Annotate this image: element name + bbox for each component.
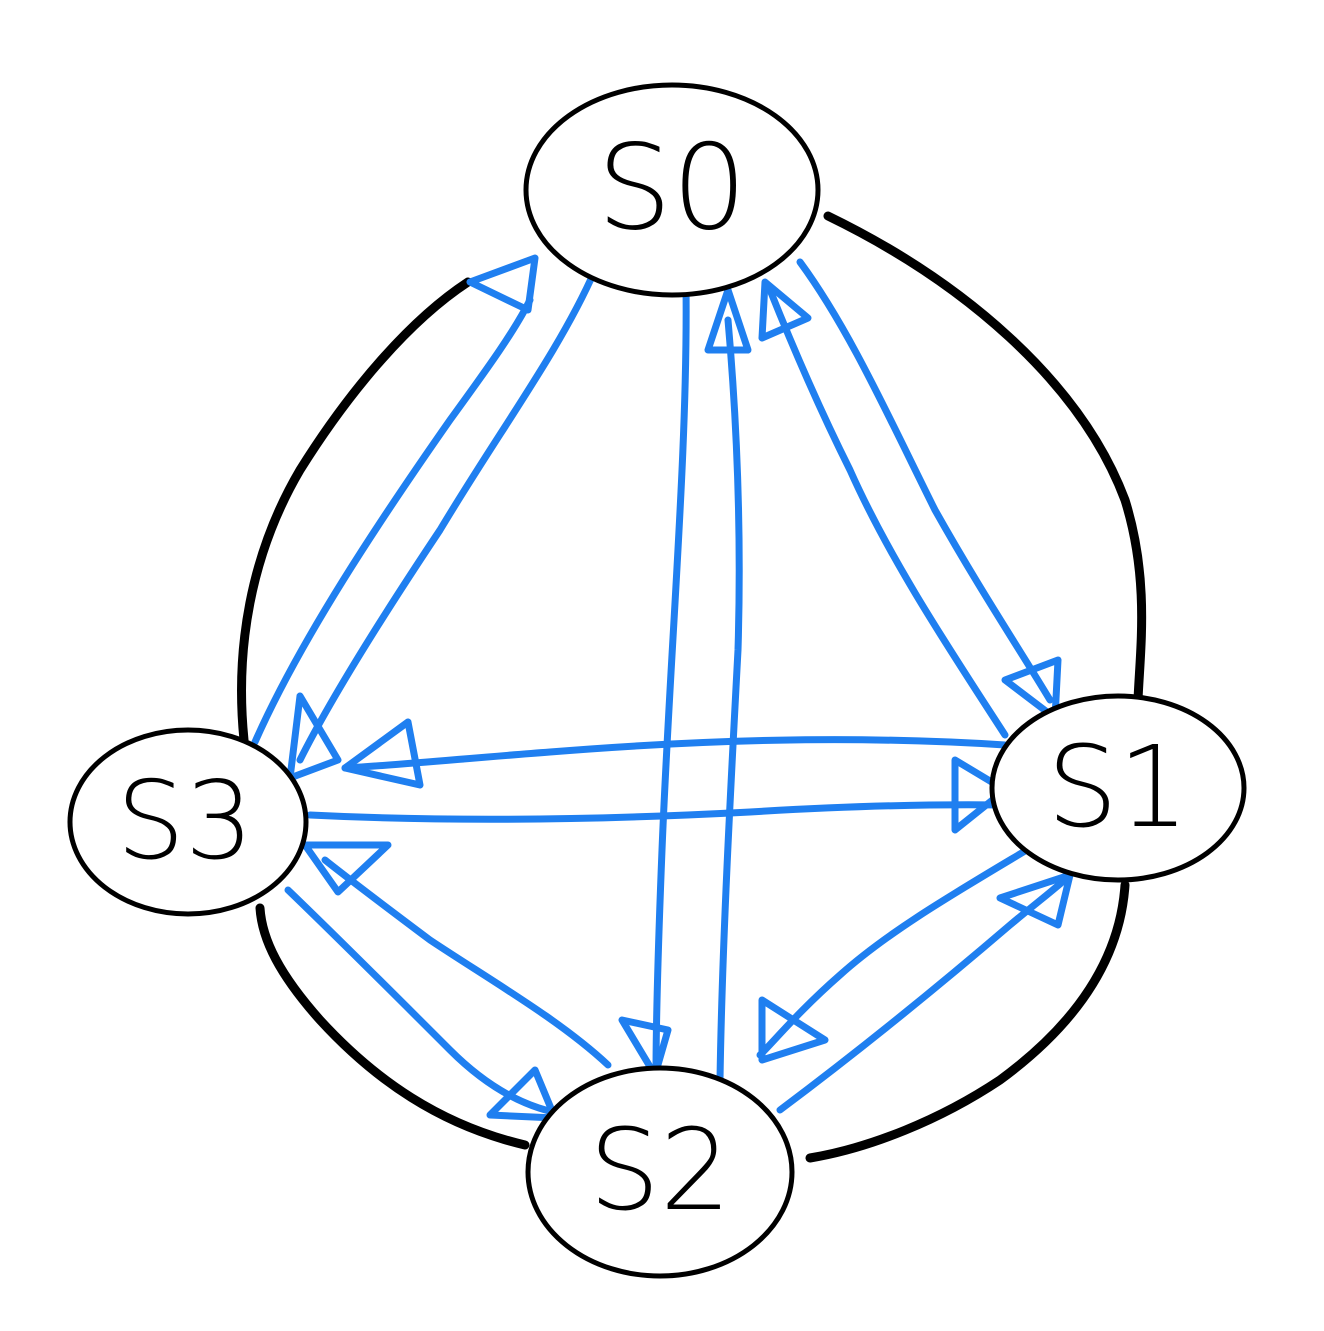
edge-s2-to-s0 bbox=[704, 286, 752, 1084]
edge-s3-to-s2 bbox=[284, 886, 574, 1122]
outer-arc-s2-s3 bbox=[255, 903, 530, 1150]
edge-line bbox=[776, 871, 1074, 1114]
edge-s1-to-s3 bbox=[341, 718, 1009, 789]
arrowhead-icon bbox=[301, 841, 392, 896]
edge-line bbox=[341, 736, 1009, 772]
edge-line bbox=[321, 856, 612, 1069]
edge-s1-to-s2 bbox=[756, 841, 1039, 1064]
outer-arc-s0-s1 bbox=[823, 211, 1147, 705]
outer-ring bbox=[237, 211, 1147, 1163]
edge-s2-to-s1 bbox=[776, 871, 1074, 1114]
edge-line bbox=[756, 841, 1039, 1059]
arrowhead-icon bbox=[466, 254, 539, 314]
node-circle bbox=[523, 82, 821, 298]
node-label: S3 bbox=[116, 759, 253, 884]
arrowhead-icon bbox=[758, 278, 812, 342]
node-label: S2 bbox=[589, 1106, 731, 1236]
edge-s3-to-s0 bbox=[251, 254, 539, 746]
arrowhead-icon bbox=[286, 692, 342, 782]
edge-s2-to-s3 bbox=[301, 841, 612, 1069]
edge-s0-to-s1 bbox=[796, 258, 1062, 722]
edge-line bbox=[251, 296, 534, 746]
node-circle bbox=[67, 727, 309, 917]
arrowhead-icon bbox=[704, 286, 752, 354]
edge-line bbox=[306, 801, 1009, 823]
edge-s3-to-s1 bbox=[306, 756, 1009, 834]
arrowhead-icon bbox=[1001, 656, 1062, 722]
arrowhead-icon bbox=[758, 996, 829, 1064]
outer-arc-s1-s2 bbox=[805, 880, 1130, 1163]
edge-line bbox=[796, 258, 1054, 704]
node-label: S1 bbox=[1047, 723, 1189, 853]
arrowhead-icon bbox=[486, 1066, 559, 1122]
edge-line bbox=[652, 282, 690, 1079]
state-node-s1: S1 bbox=[989, 693, 1247, 883]
state-node-s2: S2 bbox=[525, 1065, 795, 1279]
edge-line bbox=[296, 266, 599, 764]
node-circle bbox=[989, 693, 1247, 883]
edge-s0-to-s3 bbox=[286, 266, 599, 782]
edge-s1-to-s0 bbox=[758, 278, 1009, 739]
state-node-s0: S0 bbox=[523, 82, 821, 298]
edge-line bbox=[716, 316, 743, 1084]
edge-s0-to-s2 bbox=[618, 282, 690, 1079]
node-label: S0 bbox=[597, 118, 747, 256]
arrowhead-icon bbox=[618, 1016, 672, 1079]
outer-arc-s3-s0 bbox=[237, 277, 473, 745]
arrowhead-icon bbox=[341, 718, 424, 789]
edge-line bbox=[766, 286, 1009, 739]
arrowhead-icon bbox=[951, 756, 1009, 834]
state-node-s3: S3 bbox=[67, 727, 309, 917]
node-circle bbox=[525, 1065, 795, 1279]
arrowhead-icon bbox=[996, 871, 1074, 929]
edge-line bbox=[284, 886, 574, 1119]
